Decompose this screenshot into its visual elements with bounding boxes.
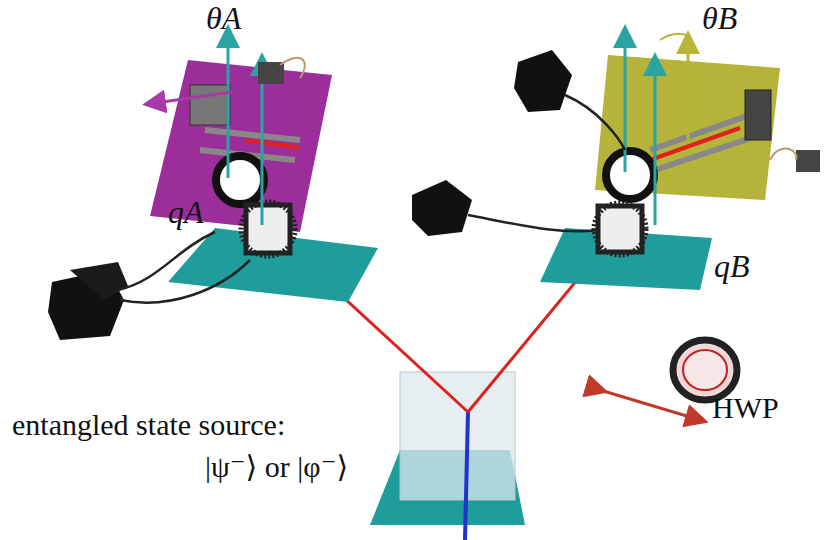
angle-arc: [660, 34, 688, 40]
pump-beam: [465, 412, 468, 540]
axis-arrow: [624, 30, 627, 172]
detector-head: [258, 62, 284, 84]
waveplate-holder: [598, 206, 642, 252]
angle-label: θA: [206, 2, 241, 34]
fiber: [120, 260, 250, 303]
axis-arrow: [654, 58, 657, 225]
detector-box: [412, 180, 472, 236]
fiber: [118, 232, 215, 290]
half-wave-plate: [683, 350, 727, 390]
polarizer-base: [150, 60, 332, 232]
detector-box: [70, 262, 128, 300]
axis-arrow: [227, 30, 230, 178]
mount: [745, 90, 771, 140]
source-label: entangled state source:: [12, 410, 285, 440]
crystal: [400, 372, 515, 500]
fiber: [565, 95, 625, 150]
photon-beam: [245, 140, 300, 148]
mount: [190, 85, 230, 125]
photon-beam: [650, 128, 740, 160]
polarizer: [216, 156, 264, 204]
cable: [770, 148, 797, 160]
insertion-arrow: [600, 390, 700, 420]
waveplate-label: qB: [714, 250, 750, 282]
waveplate: [241, 202, 295, 256]
state-label: |ψ⁻⟩ or |φ⁻⟩: [205, 452, 348, 482]
component-label: HWP: [712, 393, 779, 423]
fiber: [468, 215, 598, 231]
half-wave-plate: [673, 340, 737, 400]
waveplate: [594, 203, 646, 255]
axis-arrow: [148, 92, 232, 104]
polarizer: [606, 151, 654, 199]
angle-label: θB: [702, 2, 737, 34]
axis-arrow: [687, 36, 690, 140]
waveplate-holder: [246, 205, 290, 253]
waveplate-label: qA: [168, 196, 204, 228]
rail: [205, 130, 300, 140]
detector-head: [796, 150, 820, 172]
cable: [280, 58, 305, 78]
detector-box: [514, 50, 572, 112]
